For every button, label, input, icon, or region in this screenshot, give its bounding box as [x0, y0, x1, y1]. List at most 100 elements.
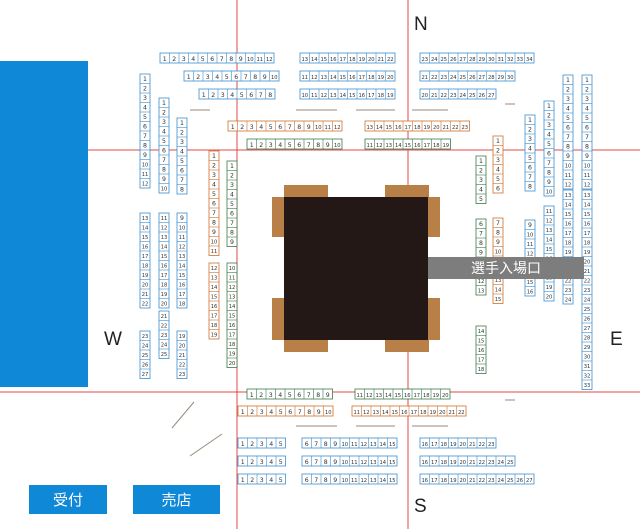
seat-number[interactable]: 21	[442, 125, 449, 131]
seat-number[interactable]: 8	[585, 143, 589, 150]
seat-number[interactable]: 8	[143, 142, 147, 149]
seat-number[interactable]: 5	[479, 196, 483, 203]
seat-number[interactable]: 10	[315, 125, 322, 131]
seat-number[interactable]: 14	[379, 442, 386, 448]
seat-number[interactable]: 2	[240, 124, 244, 131]
seat-number[interactable]: 19	[546, 285, 553, 291]
seat-number[interactable]: 21	[469, 478, 476, 484]
seat-number[interactable]: 1	[547, 103, 551, 110]
seat-number[interactable]: 6	[297, 142, 301, 149]
seat-number[interactable]: 8	[162, 166, 166, 173]
seat-number[interactable]: 6	[288, 409, 292, 416]
seat-number[interactable]: 17	[339, 57, 346, 63]
seat-number[interactable]: 5	[212, 191, 216, 198]
seat-number[interactable]: 18	[414, 125, 421, 131]
seat-number[interactable]: 10	[341, 478, 348, 484]
seat-number[interactable]: 22	[431, 75, 438, 81]
seat-number[interactable]: 14	[565, 202, 572, 208]
seat-number[interactable]: 2	[250, 441, 254, 448]
seat-number[interactable]: 5	[225, 74, 229, 81]
seat-number[interactable]: 17	[410, 410, 417, 416]
seat-number[interactable]: 14	[379, 478, 386, 484]
seat-number[interactable]: 4	[585, 105, 589, 112]
seat-number[interactable]: 11	[179, 235, 186, 241]
seat-number[interactable]: 18	[161, 282, 168, 288]
seat-number[interactable]: 20	[439, 410, 446, 416]
seat-number[interactable]: 16	[421, 442, 428, 448]
seat-number[interactable]: 2	[585, 86, 589, 93]
seat-number[interactable]: 25	[507, 460, 514, 466]
seat-number[interactable]: 22	[478, 460, 485, 466]
seat-number[interactable]: 3	[269, 392, 273, 399]
seat-number[interactable]: 29	[478, 57, 485, 63]
seat-number[interactable]: 23	[450, 93, 457, 99]
seat-number[interactable]: 24	[584, 297, 591, 303]
seat-number[interactable]: 6	[305, 477, 309, 484]
seat-number[interactable]: 10	[546, 189, 553, 195]
seat-number[interactable]: 8	[316, 392, 320, 399]
seat-number[interactable]: 4	[278, 142, 282, 149]
seat-number[interactable]: 3	[547, 122, 551, 129]
seat-number[interactable]: 10	[142, 162, 149, 168]
seat-number[interactable]: 19	[358, 57, 365, 63]
seat-number[interactable]: 19	[584, 250, 591, 256]
seat-number[interactable]: 12	[334, 125, 341, 131]
seat-number[interactable]: 10	[271, 75, 278, 81]
seat-number[interactable]: 1	[241, 477, 245, 484]
seat-number[interactable]: 32	[584, 373, 591, 379]
seat-number[interactable]: 4	[269, 477, 273, 484]
seat-number[interactable]: 10	[527, 232, 534, 238]
seat-number[interactable]: 20	[459, 442, 466, 448]
seat-number[interactable]: 15	[229, 313, 236, 319]
seat-number[interactable]: 12	[360, 442, 367, 448]
seat-number[interactable]: 18	[478, 367, 485, 373]
seat-number[interactable]: 12	[311, 75, 318, 81]
seat-number[interactable]: 2	[496, 147, 500, 154]
seat-number[interactable]: 14	[211, 285, 218, 291]
seat-number[interactable]: 3	[230, 182, 234, 189]
seat-number[interactable]: 8	[324, 441, 328, 448]
seat-number[interactable]: 5	[585, 115, 589, 122]
seat-number[interactable]: 16	[478, 348, 485, 354]
seat-number[interactable]: 6	[547, 150, 551, 157]
seat-number[interactable]: 17	[431, 478, 438, 484]
seat-number[interactable]: 9	[333, 477, 337, 484]
seat-number[interactable]: 9	[326, 392, 330, 399]
seat-number[interactable]: 1	[241, 459, 245, 466]
seat-number[interactable]: 1	[241, 409, 245, 416]
seat-number[interactable]: 9	[333, 441, 337, 448]
seat-number[interactable]: 4	[496, 166, 500, 173]
seat-number[interactable]: 1	[212, 153, 216, 160]
seat-number[interactable]: 3	[260, 409, 264, 416]
seat-number[interactable]: 5	[279, 441, 283, 448]
seat-number[interactable]: 7	[143, 133, 147, 140]
seat-number[interactable]: 19	[179, 334, 186, 340]
seat-number[interactable]: 24	[161, 342, 168, 348]
seat-number[interactable]: 17	[565, 231, 572, 237]
seat-number[interactable]: 33	[516, 57, 523, 63]
seat-number[interactable]: 21	[431, 93, 438, 99]
seat-number[interactable]: 13	[366, 125, 373, 131]
seat-number[interactable]: 15	[161, 254, 168, 260]
seat-number[interactable]: 25	[142, 353, 149, 359]
seat-number[interactable]: 17	[431, 460, 438, 466]
seat-number[interactable]: 6	[297, 392, 301, 399]
seat-number[interactable]: 6	[528, 164, 532, 171]
seat-number[interactable]: 6	[162, 147, 166, 154]
seat-number[interactable]: 13	[320, 75, 327, 81]
seat-number[interactable]: 11	[356, 393, 363, 399]
seat-number[interactable]: 14	[379, 460, 386, 466]
seat-number[interactable]: 7	[314, 441, 318, 448]
seat-number[interactable]: 5	[566, 115, 570, 122]
seat-number[interactable]: 5	[279, 477, 283, 484]
seat-number[interactable]: 19	[442, 143, 449, 149]
seat-number[interactable]: 9	[317, 409, 321, 416]
seat-number[interactable]: 5	[288, 392, 292, 399]
seat-number[interactable]: 19	[429, 410, 436, 416]
seat-number[interactable]: 12	[478, 279, 485, 285]
seat-number[interactable]: 16	[565, 221, 572, 227]
seat-number[interactable]: 23	[488, 460, 495, 466]
seat-number[interactable]: 15	[584, 212, 591, 218]
seat-number[interactable]: 24	[431, 57, 438, 63]
seat-number[interactable]: 3	[250, 124, 254, 131]
